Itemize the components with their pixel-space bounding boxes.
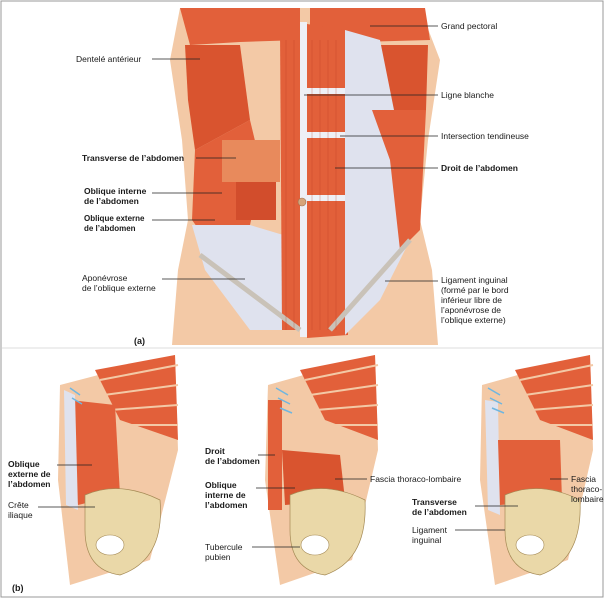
- side1-foramen: [96, 535, 124, 555]
- label-b-transverse: Transverse de l’abdomen: [412, 497, 467, 517]
- panel-b-tag: (b): [12, 583, 24, 593]
- label-ligament-inguinal: Ligament inguinal (formé par le bord inf…: [441, 275, 509, 325]
- rectus-left: [280, 26, 300, 330]
- side1-pelvis: [85, 489, 161, 575]
- side-view-1: [58, 355, 178, 585]
- ligne-blanche: [300, 22, 307, 337]
- label-b-oblique-interne: Oblique interne de l’abdomen: [205, 480, 248, 510]
- label-b-tubercule-pubien: Tubercule pubien: [205, 542, 242, 562]
- intersection-3: [307, 195, 347, 201]
- side2-pelvis: [290, 489, 365, 575]
- label-transverse: Transverse de l’abdomen: [82, 153, 184, 163]
- label-oblique-interne: Oblique interne de l’abdomen: [84, 186, 146, 206]
- label-aponevrose: Aponévrose de l’oblique externe: [82, 273, 156, 293]
- label-b-fascia-thoraco-lombaire-1: Fascia thoraco-lombaire: [370, 474, 461, 484]
- rectus-right: [307, 24, 348, 338]
- umbilicus: [298, 198, 306, 206]
- intersection-1: [307, 88, 347, 94]
- label-b-fascia-thoraco-lombaire-2: Fascia thoraco- lombaire: [571, 474, 604, 504]
- label-b-ligament-inguinal: Ligament inguinal: [412, 525, 447, 545]
- label-dentele-anterieur: Dentelé antérieur: [76, 54, 141, 64]
- label-b-droit: Droit de l’abdomen: [205, 446, 260, 466]
- side-view-3: [480, 355, 593, 585]
- panel-a-torso: [170, 8, 440, 345]
- intersection-2: [307, 132, 347, 138]
- transverse-window: [222, 140, 280, 182]
- label-oblique-externe: Oblique externe de l’abdomen: [84, 214, 144, 234]
- label-b-oblique-externe: Oblique externe de l’abdomen: [8, 459, 51, 489]
- panel-a-tag: (a): [134, 336, 145, 346]
- side3-pelvis: [505, 489, 580, 575]
- label-ligne-blanche: Ligne blanche: [441, 90, 494, 100]
- oblique-interne-window: [236, 182, 276, 220]
- side2-foramen: [301, 535, 329, 555]
- side-view-2: [265, 355, 378, 585]
- label-droit: Droit de l’abdomen: [441, 163, 518, 173]
- label-intersection-tendineuse: Intersection tendineuse: [441, 131, 529, 141]
- side3-foramen: [516, 535, 544, 555]
- label-b-crete-iliaque: Crête iliaque: [8, 500, 33, 520]
- label-grand-pectoral: Grand pectoral: [441, 21, 497, 31]
